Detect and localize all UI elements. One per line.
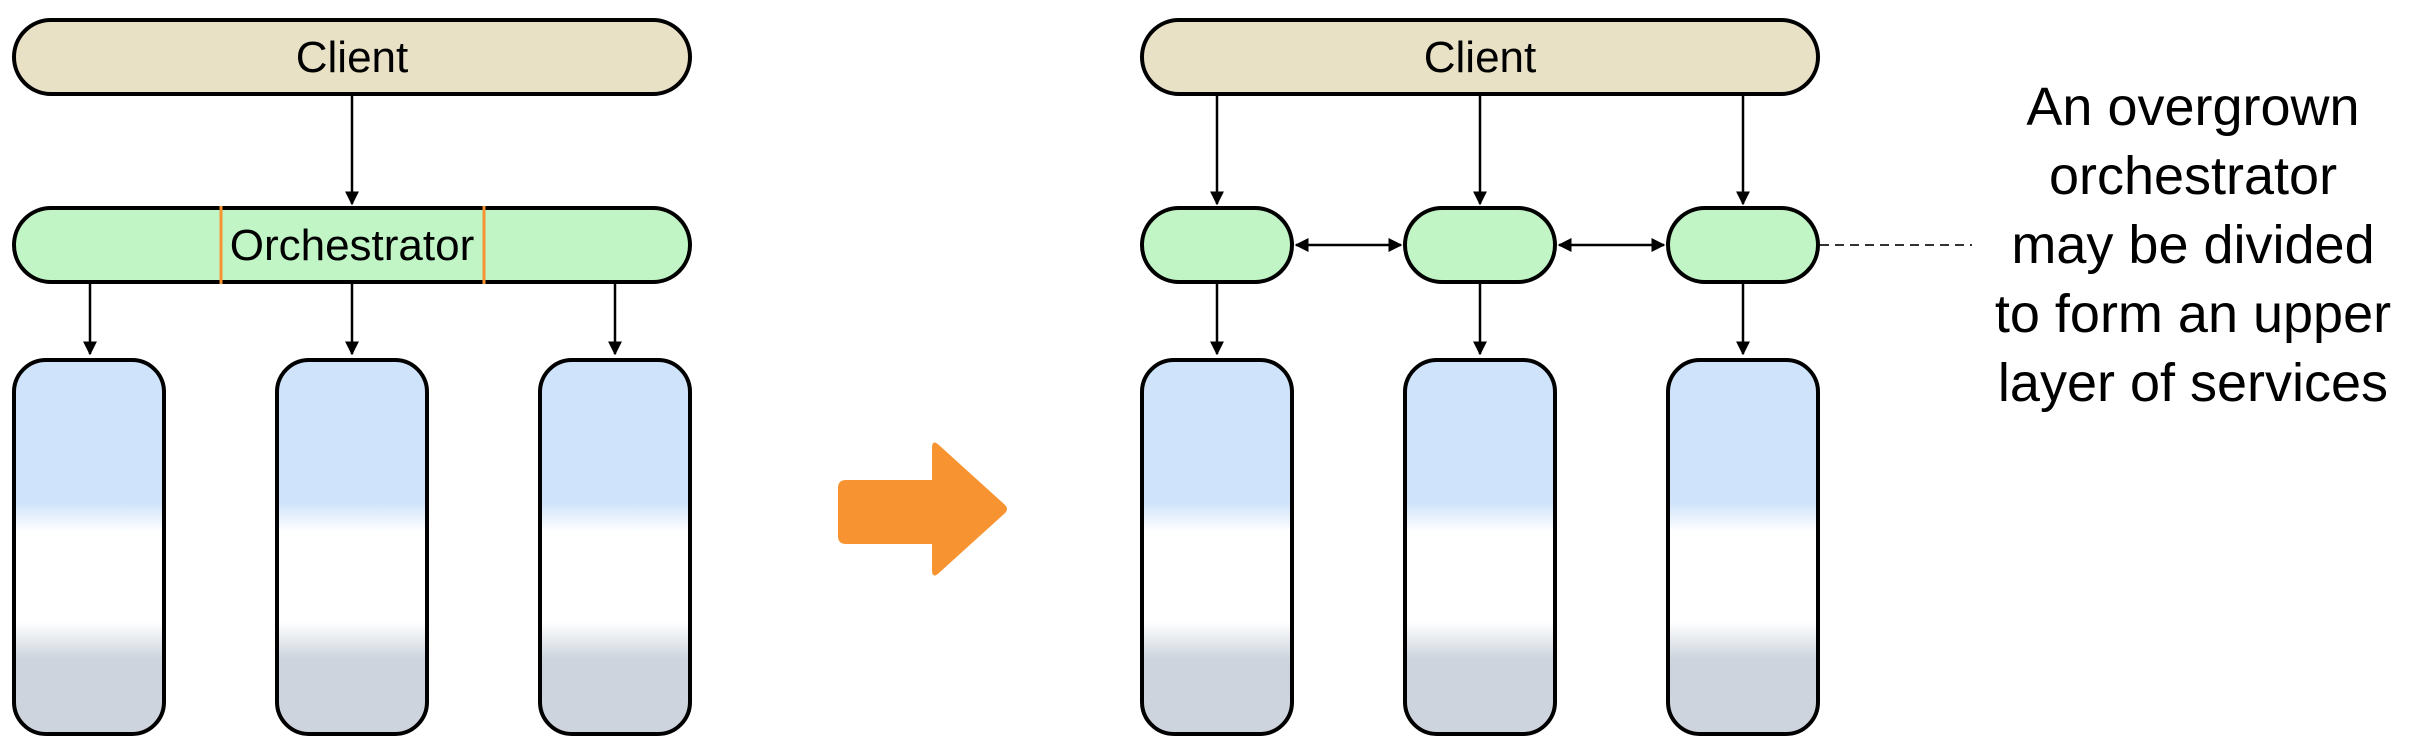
left-service-3 bbox=[538, 358, 692, 736]
left-client-label: Client bbox=[296, 33, 409, 82]
left-orchestrator-box: Orchestrator bbox=[12, 206, 692, 284]
left-architecture: Client Orchestrator bbox=[12, 18, 692, 736]
note-line-1: An overgrown bbox=[2026, 77, 2359, 137]
right-service-3 bbox=[1666, 358, 1820, 736]
transition-arrow-icon bbox=[838, 442, 1007, 576]
left-orchestrator-label: Orchestrator bbox=[230, 221, 475, 270]
left-service-1 bbox=[12, 358, 166, 736]
note-line-4: to form an upper bbox=[1995, 284, 2391, 344]
right-client-label: Client bbox=[1424, 33, 1537, 82]
note-line-2: orchestrator bbox=[2049, 146, 2337, 206]
right-client-box: Client bbox=[1140, 18, 1820, 96]
right-service-2 bbox=[1403, 358, 1557, 736]
right-architecture: Client bbox=[1140, 18, 1972, 736]
right-orchestrator-3 bbox=[1666, 206, 1820, 284]
note-line-5: layer of services bbox=[1998, 353, 2388, 413]
right-orchestrator-1 bbox=[1140, 206, 1294, 284]
right-service-1 bbox=[1140, 358, 1294, 736]
left-service-2 bbox=[275, 358, 429, 736]
left-client-box: Client bbox=[12, 18, 692, 96]
right-orchestrator-2 bbox=[1403, 206, 1557, 284]
note-line-3: may be divided bbox=[2011, 215, 2374, 275]
annotation-note: An overgrown orchestrator may be divided… bbox=[1995, 77, 2391, 413]
